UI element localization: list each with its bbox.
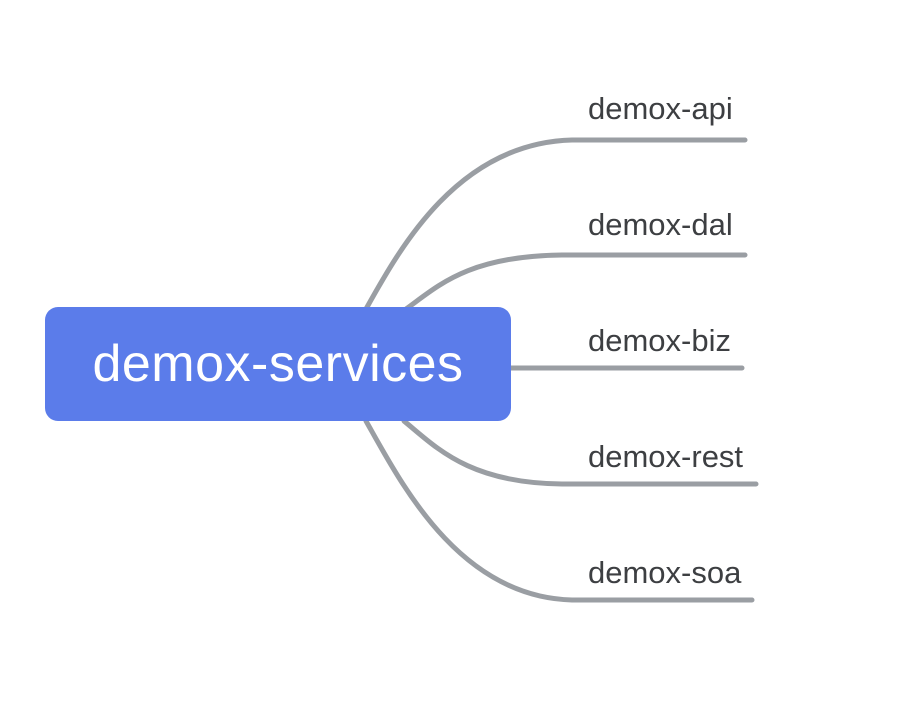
root-node-label: demox-services — [92, 335, 464, 393]
branch-node-demox-dal[interactable]: demox-dal — [588, 207, 733, 242]
branch-node-demox-biz[interactable]: demox-biz — [588, 323, 731, 358]
branch-node-demox-api[interactable]: demox-api — [588, 91, 733, 126]
connector-demox-dal — [403, 252, 748, 312]
branch-node-demox-soa[interactable]: demox-soa — [588, 555, 742, 590]
connector-demox-soa — [363, 418, 755, 603]
branch-node-demox-rest[interactable]: demox-rest — [588, 439, 744, 474]
connector-demox-api — [363, 137, 748, 312]
root-node[interactable]: demox-services — [45, 307, 511, 421]
connector-demox-rest — [401, 418, 759, 487]
